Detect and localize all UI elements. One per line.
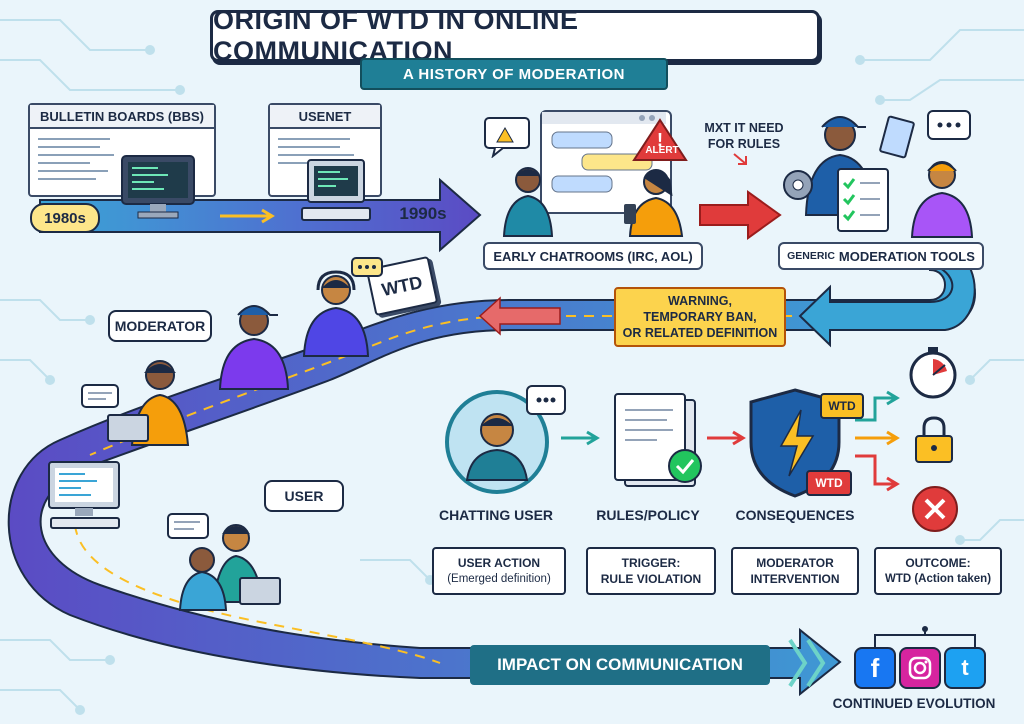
lock-icon: [915, 416, 953, 463]
stopwatch-icon: [909, 347, 957, 399]
step-user-action-box: USER ACTION (Emerged definition): [432, 547, 566, 595]
moderation-tools-main: MODERATION TOOLS: [838, 248, 975, 264]
svg-text:!: !: [657, 130, 663, 150]
monitor-icon: [121, 155, 195, 219]
step-consequences-title: CONSEQUENCES: [735, 507, 855, 523]
moderator-headset-person: [302, 270, 370, 357]
chat-bubble-icon: [484, 117, 530, 158]
year-1980s-badge: 1980s: [30, 203, 100, 233]
keyboard-icon: [301, 207, 371, 221]
bbs-label: BULLETIN BOARDS (BBS): [30, 105, 214, 129]
speech-bubble-icon: [351, 257, 383, 277]
user-people: [167, 513, 281, 611]
alert-icon: !: [632, 118, 688, 161]
twitter-icon: t: [944, 647, 986, 689]
x-circle-icon: [912, 486, 958, 532]
page-title: ORIGIN OF WTD IN ONLINE COMMUNICATION: [210, 5, 820, 66]
trigger-line2: RULE VIOLATION: [600, 572, 702, 586]
usenet-panel: USENET: [268, 103, 382, 197]
small-arrow-icon: [733, 153, 747, 165]
red-arrow: [699, 190, 782, 240]
impact-label: IMPACT ON COMMUNICATION: [470, 645, 770, 685]
warning-line3: OR RELATED DEFINITION: [622, 326, 778, 340]
outcome-line1: OUTCOME:: [905, 556, 971, 570]
shield-lightning-icon: [749, 388, 841, 498]
need-rules-text: MXT IT NEED FOR RULES: [696, 120, 792, 152]
alert-label: ALERT: [645, 145, 679, 156]
trigger-line1: TRIGGER:: [621, 556, 681, 570]
moderation-tools-prefix: GENERIC: [787, 250, 835, 262]
process-flow: [445, 385, 900, 498]
gear-icon: [783, 170, 813, 200]
bbs-text-lines: [38, 138, 114, 180]
user-label: USER: [264, 480, 344, 512]
step-chatting-user-title: CHATTING USER: [438, 507, 554, 523]
user-action-line1: USER ACTION: [457, 556, 541, 570]
user-action-line2: (Emerged definition): [447, 573, 551, 585]
year-1990s-label: 1990s: [399, 204, 447, 223]
moderation-tools-label: GENERIC MODERATION TOOLS: [778, 242, 984, 270]
outcome-line2: WTD (Action taken): [884, 573, 992, 585]
headset-icon: [316, 270, 356, 291]
usenet-label: USENET: [270, 105, 380, 129]
moderator-line1: MODERATOR: [756, 556, 834, 570]
shield-badge-top: WTD: [820, 393, 864, 419]
desktop-monitor-icon: [48, 461, 120, 529]
checkmark-icon: [668, 449, 702, 483]
need-rules-line1: MXT IT NEED: [704, 121, 784, 135]
computer-icon: [301, 159, 371, 221]
return-arrow: [798, 248, 976, 348]
warning-box: WARNING, TEMPORARY BAN, OR RELATED DEFIN…: [614, 287, 786, 347]
step-trigger-box: TRIGGER: RULE VIOLATION: [586, 547, 716, 595]
chatrooms-label: EARLY CHATROOMS (IRC, AOL): [483, 242, 703, 270]
social-connector: [874, 626, 976, 649]
need-rules-line2: FOR RULES: [707, 137, 781, 151]
instagram-icon: [899, 647, 941, 689]
continued-evolution-label: CONTINUED EVOLUTION: [832, 696, 996, 711]
moderator-line2: INTERVENTION: [750, 572, 840, 586]
chatroom-people: [502, 167, 684, 237]
warning-line2: TEMPORARY BAN,: [643, 310, 757, 324]
shield-badge-bottom: WTD: [806, 470, 852, 496]
step-rules-policy-title: RULES/POLICY: [596, 507, 700, 523]
moderator-label: MODERATOR: [108, 310, 212, 342]
warning-line1: WARNING,: [668, 294, 732, 308]
moderator-person: [218, 305, 290, 390]
step-outcome-box: OUTCOME: WTD (Action taken): [874, 547, 1002, 595]
facebook-icon: f: [854, 647, 896, 689]
laptop-person: [81, 360, 190, 446]
moderation-team: [783, 110, 974, 238]
page-subtitle: A HISTORY OF MODERATION: [360, 58, 668, 90]
chat-window: [540, 110, 672, 214]
step-moderator-box: MODERATOR INTERVENTION: [731, 547, 859, 595]
